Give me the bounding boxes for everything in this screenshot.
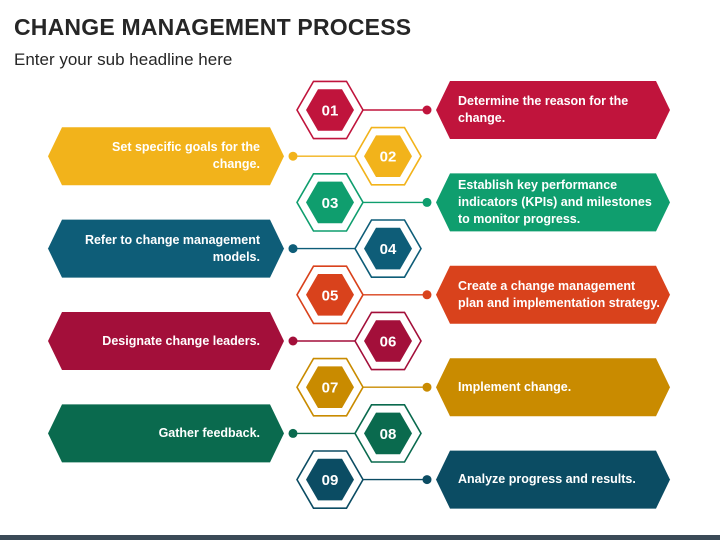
- step-hex-3: [306, 181, 354, 224]
- step-number-4: 04: [380, 241, 397, 258]
- step-hex-6: [364, 320, 412, 362]
- step-box-8: [48, 404, 284, 463]
- connector-dot-6: [288, 336, 298, 346]
- connector-dot-8: [288, 428, 298, 438]
- step-description-3: Establish key performance indicators (KP…: [458, 177, 652, 226]
- step-hex-7: [306, 366, 354, 408]
- step-number-3: 03: [322, 195, 339, 212]
- step-number-6: 06: [380, 334, 397, 351]
- step-number-9: 09: [322, 472, 339, 489]
- step-hex-2: [364, 135, 412, 177]
- connector-dot-1: [422, 105, 432, 115]
- connector-dot-7: [422, 382, 432, 392]
- step-box-6: [48, 312, 284, 370]
- step-hex-9: [306, 458, 354, 501]
- connector-dot-9: [422, 475, 432, 485]
- connector-dot-2: [288, 151, 298, 161]
- step-box-7: [436, 358, 670, 417]
- connector-dot-3: [422, 197, 432, 207]
- step-box-1: [436, 81, 670, 139]
- step-box-3: [436, 173, 670, 232]
- step-hex-5: [306, 274, 354, 316]
- step-description-8: Gather feedback.: [158, 425, 260, 440]
- step-description-2: Set specific goals for the change.: [112, 140, 260, 172]
- step-description-5: Create a change management plan and impl…: [458, 278, 660, 310]
- step-box-2: [48, 127, 284, 186]
- step-box-4: [48, 219, 284, 278]
- step-description-1: Determine the reason for the change.: [458, 94, 629, 125]
- step-description-6: Designate change leaders.: [102, 333, 260, 348]
- step-description-4: Refer to change management models.: [84, 232, 260, 264]
- step-number-7: 07: [322, 380, 339, 397]
- step-number-1: 01: [322, 103, 339, 120]
- step-hex-4: [364, 227, 412, 270]
- step-hex-1: [306, 89, 354, 131]
- footer-bar: [0, 535, 720, 540]
- step-box-9: [436, 450, 670, 509]
- step-description-9: Analyze progress and results.: [458, 472, 636, 487]
- step-box-5: [436, 265, 670, 324]
- step-number-5: 05: [322, 287, 339, 304]
- page-title: CHANGE MANAGEMENT PROCESS: [14, 14, 412, 40]
- connector-dot-5: [422, 290, 432, 300]
- step-number-8: 08: [380, 426, 397, 443]
- connector-dot-4: [288, 244, 298, 254]
- step-hex-8: [364, 412, 412, 455]
- step-description-7: Implement change.: [458, 379, 572, 394]
- page-subtitle: Enter your sub headline here: [14, 50, 233, 69]
- step-number-2: 02: [380, 149, 397, 166]
